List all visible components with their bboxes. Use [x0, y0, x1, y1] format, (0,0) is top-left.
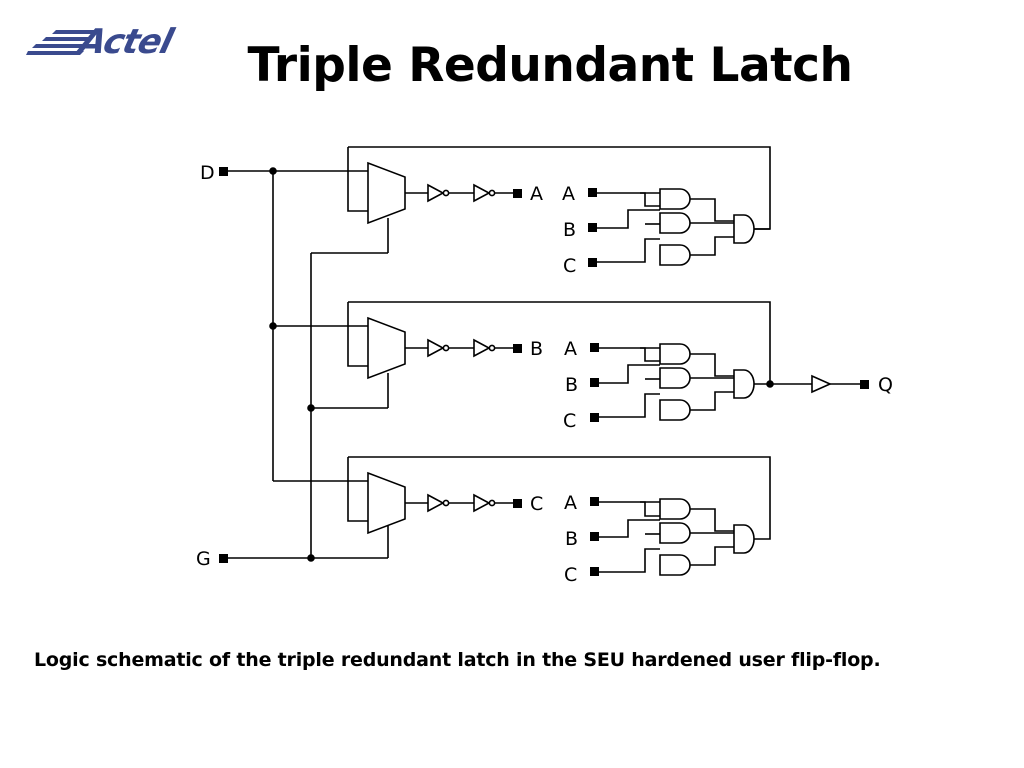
stage-out-label-c: C	[530, 493, 543, 515]
and-gate-a2	[659, 212, 691, 234]
voter-in-label-a2: A	[564, 338, 577, 360]
stage-out-pin-b	[513, 344, 522, 353]
stage-c: C A B C	[347, 456, 771, 586]
output-buffer	[811, 374, 832, 394]
inverter-a2	[473, 183, 491, 203]
and-gate-c1	[659, 498, 691, 520]
inverter-b2	[473, 338, 491, 358]
and-gate-b2	[659, 367, 691, 389]
voter-in-label-a1: A	[562, 183, 575, 205]
or-gate-b	[733, 369, 755, 399]
page-title: Triple Redundant Latch	[247, 38, 853, 93]
feedback-wire-a	[348, 146, 771, 230]
output-pin-q	[860, 380, 869, 389]
input-pin-g	[219, 554, 228, 563]
inverter-c2	[473, 493, 491, 513]
voter-in-label-c1: C	[563, 255, 576, 277]
actel-logo: Actel	[26, 22, 188, 68]
voter-in-label-c3: C	[564, 564, 577, 586]
voter-in-label-a3: A	[564, 492, 577, 514]
voter-in-label-b1: B	[563, 219, 576, 241]
and-gate-a3	[659, 244, 691, 266]
inverter-a1	[427, 183, 445, 203]
and-gate-b1	[659, 343, 691, 365]
input-label-g: G	[196, 548, 211, 570]
stage-out-pin-c	[513, 499, 522, 508]
voter-in-label-b3: B	[565, 528, 578, 550]
logo-stripes-icon	[26, 30, 96, 55]
output-label-q: Q	[878, 374, 893, 396]
stage-out-pin-a	[513, 189, 522, 198]
and-gate-c3	[659, 554, 691, 576]
and-gate-b3	[659, 399, 691, 421]
mux-a	[367, 161, 406, 225]
mux-b	[367, 316, 406, 380]
or-gate-a	[733, 214, 755, 244]
stage-b: B A B C Q	[347, 301, 893, 432]
input-label-d: D	[200, 162, 215, 184]
stage-out-label-b: B	[530, 338, 543, 360]
or-gate-c	[733, 524, 755, 554]
d-bus-wire	[228, 167, 368, 482]
stage-a: A A B C	[347, 146, 771, 277]
and-gate-c2	[659, 522, 691, 544]
voter-in-label-c2: C	[563, 410, 576, 432]
figure-caption: Logic schematic of the triple redundant …	[34, 649, 881, 671]
voter-in-label-b2: B	[565, 374, 578, 396]
inverter-c1	[427, 493, 445, 513]
stage-out-label-a: A	[530, 183, 543, 205]
g-bus-wire	[228, 218, 389, 562]
and-gate-a1	[659, 188, 691, 210]
inverter-b1	[427, 338, 445, 358]
mux-c	[367, 471, 406, 535]
input-pin-d	[219, 167, 228, 176]
